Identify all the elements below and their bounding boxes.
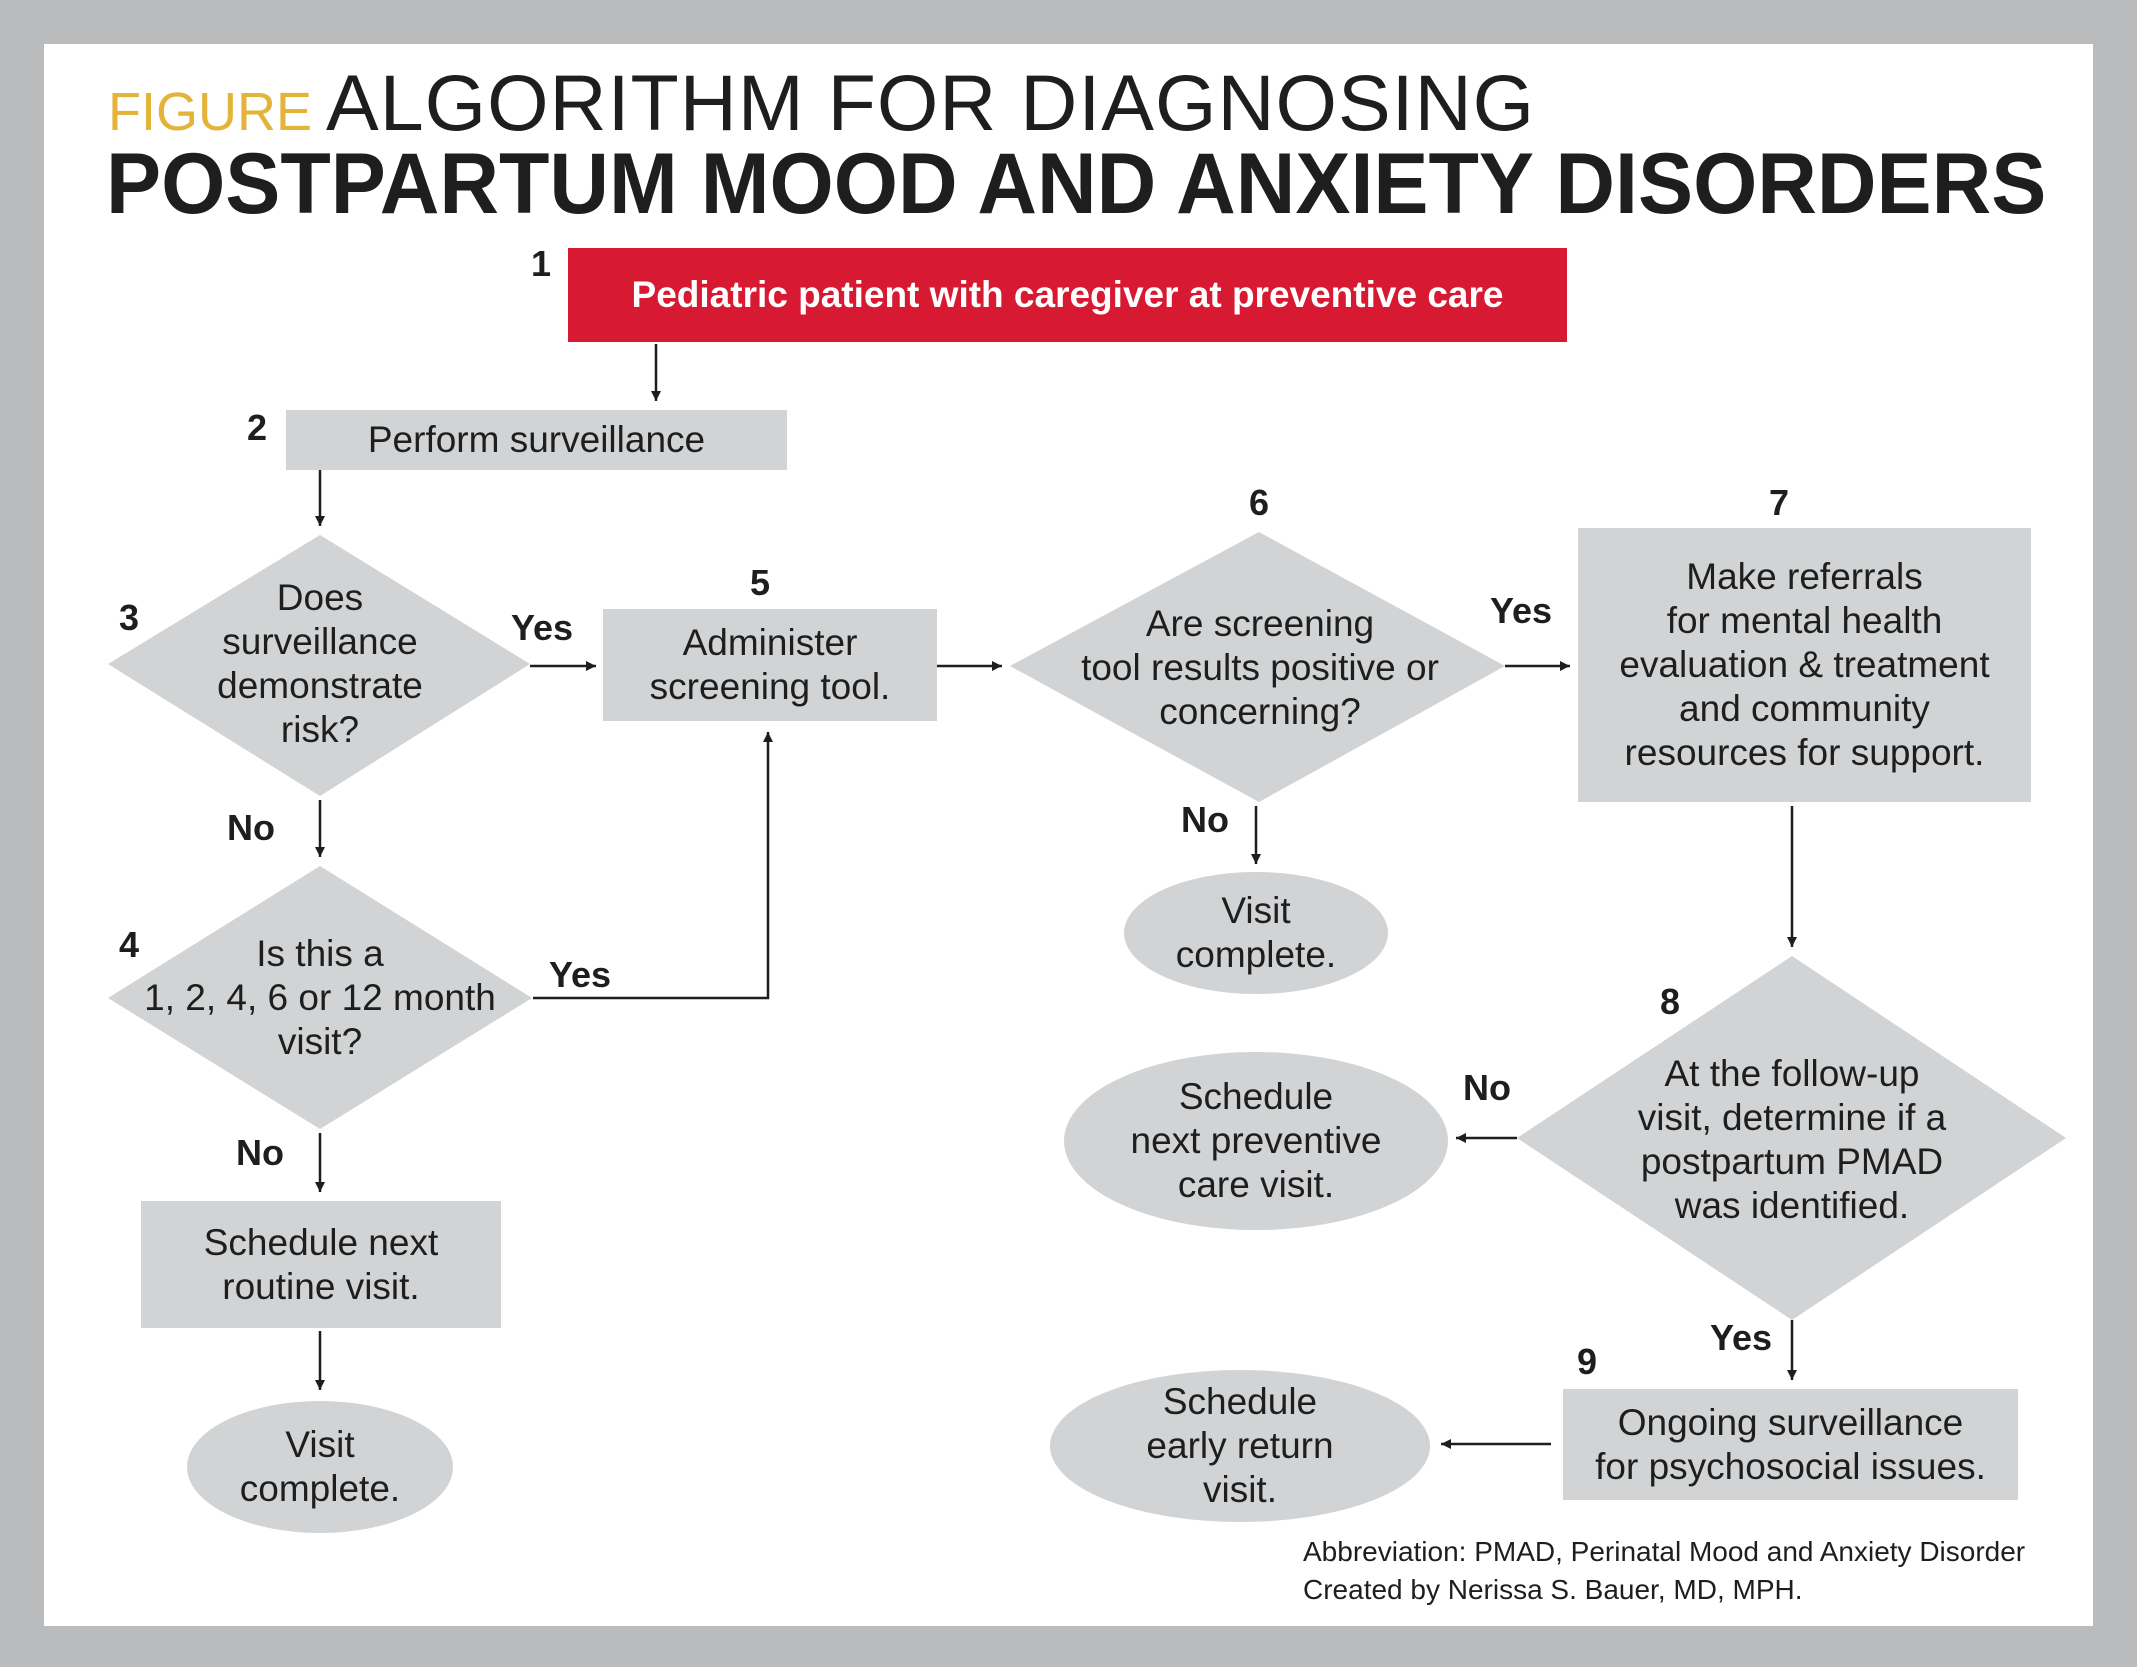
- step-9-text: Ongoing surveillance for psychosocial is…: [1595, 1401, 1986, 1487]
- title-line-2: POSTPARTUM MOOD AND ANXIETY DISORDERS: [106, 136, 2047, 232]
- visit-complete-left-text: Visit complete.: [239, 1424, 401, 1509]
- schedule-early-ellipse: [1050, 1370, 1430, 1522]
- decision-4-yes-label: Yes: [549, 954, 612, 995]
- visit-complete-mid-text: Visit complete.: [1175, 890, 1337, 975]
- schedule-preventive-text: Schedule next preventive care visit.: [1130, 1076, 1382, 1205]
- step-5-text: Administer screening tool.: [649, 622, 891, 707]
- step-7-text: Make referrals for mental health evaluat…: [1619, 556, 1990, 773]
- decision-8-no-label: No: [1463, 1067, 1511, 1108]
- step-5-number: 5: [750, 562, 771, 603]
- title-line-1: ALGORITHM FOR DIAGNOSING: [326, 58, 1536, 147]
- schedule-early-text: Schedule early return visit.: [1146, 1381, 1334, 1510]
- step-9-number: 9: [1577, 1341, 1598, 1382]
- routine-visit-text: Schedule next routine visit.: [203, 1221, 439, 1307]
- visit-complete-mid-ellipse: [1124, 872, 1388, 994]
- decision-6-yes-label: Yes: [1490, 590, 1553, 631]
- decision-3-text: Does surveillance demonstrate risk?: [217, 577, 423, 750]
- decision-3-yes-label: Yes: [511, 607, 574, 648]
- footer-notes: Abbreviation: PMAD, Perinatal Mood and A…: [1303, 1533, 2025, 1609]
- step-6-number: 6: [1249, 482, 1270, 523]
- figure-label: FIGURE: [108, 82, 313, 142]
- decision-4-text: Is this a 1, 2, 4, 6 or 12 month visit?: [144, 933, 496, 1062]
- step-2-number: 2: [247, 407, 268, 448]
- decision-4-diamond: [108, 866, 532, 1129]
- step-7-box: [1578, 528, 2031, 802]
- step-1-number: 1: [531, 243, 552, 284]
- step-7-number: 7: [1769, 482, 1790, 523]
- decision-4-no-label: No: [236, 1132, 284, 1173]
- decision-3-diamond: [108, 535, 530, 796]
- step-9-box: [1563, 1389, 2018, 1500]
- step-5-box: [603, 609, 937, 721]
- decision-6-text: Are screening tool results positive or c…: [1081, 603, 1439, 732]
- step-2-box: [286, 410, 787, 470]
- decision-6-diamond: [1010, 532, 1505, 802]
- start-box: [568, 248, 1567, 342]
- decision-3-no-label: No: [227, 807, 275, 848]
- schedule-preventive-ellipse: [1064, 1052, 1448, 1230]
- decision-8-diamond: [1517, 956, 2066, 1320]
- step-1-text: Pediatric patient with caregiver at prev…: [631, 274, 1504, 315]
- step-2-text: Perform surveillance: [367, 419, 706, 460]
- abbreviation-note: Abbreviation: PMAD, Perinatal Mood and A…: [1303, 1536, 2026, 1567]
- arrow-4-yes-to-5: [533, 732, 773, 1000]
- decision-6-no-label: No: [1181, 799, 1229, 840]
- visit-complete-left-ellipse: [187, 1401, 453, 1533]
- step-8-number: 8: [1660, 981, 1681, 1022]
- decision-8-text: At the follow-up visit, determine if a p…: [1637, 1053, 1947, 1226]
- decision-8-yes-label: Yes: [1710, 1317, 1773, 1358]
- step-3-number: 3: [119, 597, 140, 638]
- credit-note: Created by Nerissa S. Bauer, MD, MPH.: [1303, 1574, 1803, 1605]
- routine-visit-box: [141, 1201, 501, 1328]
- step-4-number: 4: [119, 924, 140, 965]
